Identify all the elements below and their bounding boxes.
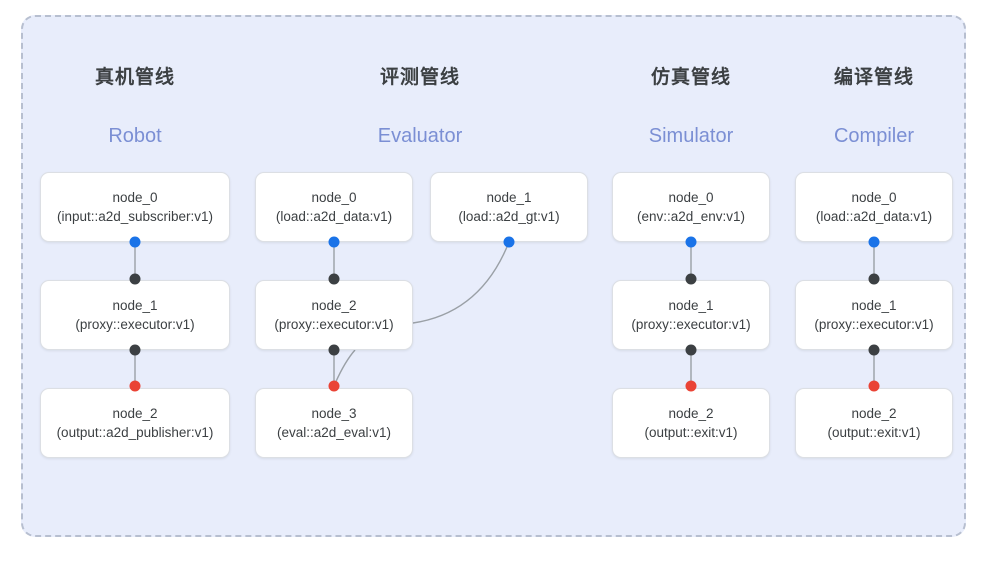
port-input-robot-node_2-icon[interactable] xyxy=(129,380,141,392)
node-type: (proxy::executor:v1) xyxy=(631,317,751,332)
port-output-compiler-node_0-icon[interactable] xyxy=(868,236,880,248)
node-type: (proxy::executor:v1) xyxy=(274,317,394,332)
port-output-robot-node_0-icon[interactable] xyxy=(129,236,141,248)
pipeline-header-simulator-en: Simulator xyxy=(648,125,734,147)
node-compiler-node_2[interactable]: node_2 (output::exit:v1) xyxy=(795,388,953,458)
node-compiler-node_0[interactable]: node_0 (load::a2d_data:v1) xyxy=(795,172,953,242)
pipeline-header-evaluator-en: Evaluator xyxy=(377,125,463,147)
port-output-evaluator-node_2-icon[interactable] xyxy=(328,344,340,356)
node-type: (proxy::executor:v1) xyxy=(75,317,195,332)
node-type: (eval::a2d_eval:v1) xyxy=(276,425,392,440)
node-simulator-node_0[interactable]: node_0 (env::a2d_env:v1) xyxy=(612,172,770,242)
node-type: (output::a2d_publisher:v1) xyxy=(56,425,214,440)
pipeline-container xyxy=(21,15,966,537)
node-title: node_1 xyxy=(486,190,532,205)
pipeline-header-simulator-cn: 仿真管线 xyxy=(650,67,731,88)
node-type: (proxy::executor:v1) xyxy=(814,317,934,332)
node-title: node_1 xyxy=(668,298,714,313)
node-type: (load::a2d_data:v1) xyxy=(815,209,933,224)
node-type: (load::a2d_gt:v1) xyxy=(458,209,560,224)
node-robot-node_0[interactable]: node_0 (input::a2d_subscriber:v1) xyxy=(40,172,230,242)
node-type: (load::a2d_data:v1) xyxy=(275,209,393,224)
node-robot-node_2[interactable]: node_2 (output::a2d_publisher:v1) xyxy=(40,388,230,458)
node-compiler-node_1[interactable]: node_1 (proxy::executor:v1) xyxy=(795,280,953,350)
node-title: node_2 xyxy=(112,406,158,421)
port-output-robot-node_1-icon[interactable] xyxy=(129,344,141,356)
node-simulator-node_2[interactable]: node_2 (output::exit:v1) xyxy=(612,388,770,458)
port-input-evaluator-node_3-icon[interactable] xyxy=(328,380,340,392)
node-type: (env::a2d_env:v1) xyxy=(636,209,746,224)
node-title: node_0 xyxy=(851,190,897,205)
node-evaluator-node_0[interactable]: node_0 (load::a2d_data:v1) xyxy=(255,172,413,242)
node-robot-node_1[interactable]: node_1 (proxy::executor:v1) xyxy=(40,280,230,350)
port-output-compiler-node_1-icon[interactable] xyxy=(868,344,880,356)
port-input-simulator-node_1-icon[interactable] xyxy=(685,273,697,285)
pipeline-header-compiler-en: Compiler xyxy=(833,125,915,147)
pipeline-header-robot-cn: 真机管线 xyxy=(94,67,175,88)
port-output-evaluator-node_1-icon[interactable] xyxy=(503,236,515,248)
node-title: node_1 xyxy=(112,298,158,313)
node-title: node_0 xyxy=(112,190,158,205)
port-input-compiler-node_2-icon[interactable] xyxy=(868,380,880,392)
node-type: (output::exit:v1) xyxy=(644,425,738,440)
node-evaluator-node_2[interactable]: node_2 (proxy::executor:v1) xyxy=(255,280,413,350)
node-evaluator-node_3[interactable]: node_3 (eval::a2d_eval:v1) xyxy=(255,388,413,458)
port-input-robot-node_1-icon[interactable] xyxy=(129,273,141,285)
node-type: (input::a2d_subscriber:v1) xyxy=(56,209,214,224)
port-input-simulator-node_2-icon[interactable] xyxy=(685,380,697,392)
node-type: (output::exit:v1) xyxy=(827,425,921,440)
node-evaluator-node_1[interactable]: node_1 (load::a2d_gt:v1) xyxy=(430,172,588,242)
node-title: node_2 xyxy=(668,406,714,421)
port-output-evaluator-node_0-icon[interactable] xyxy=(328,236,340,248)
port-output-simulator-node_0-icon[interactable] xyxy=(685,236,697,248)
node-simulator-node_1[interactable]: node_1 (proxy::executor:v1) xyxy=(612,280,770,350)
port-input-compiler-node_1-icon[interactable] xyxy=(868,273,880,285)
port-output-simulator-node_1-icon[interactable] xyxy=(685,344,697,356)
node-title: node_3 xyxy=(311,406,357,421)
node-title: node_2 xyxy=(311,298,357,313)
pipeline-header-compiler-cn: 编译管线 xyxy=(833,67,914,88)
port-input-evaluator-node_2-icon[interactable] xyxy=(328,273,340,285)
pipeline-header-evaluator-cn: 评测管线 xyxy=(379,67,460,88)
node-title: node_0 xyxy=(311,190,357,205)
node-title: node_2 xyxy=(851,406,897,421)
pipeline-header-robot-en: Robot xyxy=(108,125,162,147)
node-title: node_0 xyxy=(668,190,714,205)
node-title: node_1 xyxy=(851,298,897,313)
